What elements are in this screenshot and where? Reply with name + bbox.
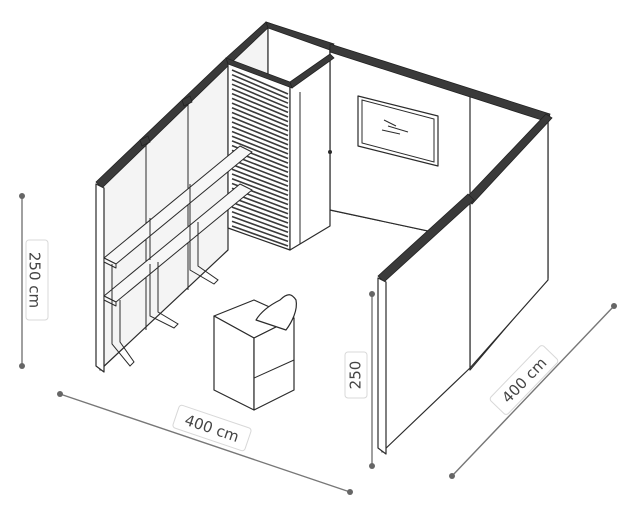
slat xyxy=(231,102,289,127)
dimension-height-left: 250 cm xyxy=(19,193,49,369)
slat xyxy=(231,130,289,155)
right-side-wall xyxy=(465,113,553,369)
slat xyxy=(231,125,289,151)
dimension-height-front: 250 xyxy=(344,291,375,469)
slat xyxy=(231,173,289,197)
dimension-height-front-label: 250 xyxy=(347,361,365,390)
slat xyxy=(231,97,289,123)
slat xyxy=(231,69,289,95)
dimension-width-front: 400 cm xyxy=(57,391,353,495)
slat xyxy=(231,107,289,132)
slat xyxy=(231,211,289,233)
slat xyxy=(231,73,289,100)
slat xyxy=(231,140,289,164)
slat xyxy=(231,206,289,229)
slat xyxy=(231,225,289,247)
slat xyxy=(231,78,289,104)
slat xyxy=(231,159,289,183)
wall-shelves xyxy=(103,145,253,367)
slat xyxy=(231,135,289,160)
slat xyxy=(231,163,289,187)
slat xyxy=(231,168,289,192)
slat xyxy=(231,215,289,238)
bar-stool xyxy=(255,294,297,331)
slat xyxy=(231,88,289,114)
slat xyxy=(231,121,289,146)
slat xyxy=(231,196,289,220)
front-right-wall xyxy=(377,193,475,455)
slat xyxy=(231,220,289,243)
slat xyxy=(231,177,289,201)
slat xyxy=(231,111,289,137)
slatwall-column xyxy=(225,53,335,251)
slatwall-slats xyxy=(231,69,289,247)
slat xyxy=(231,83,289,109)
slat xyxy=(231,116,289,141)
dimension-height-left-label: 250 cm xyxy=(26,252,44,308)
slat xyxy=(231,92,289,118)
wall-screen xyxy=(357,95,439,167)
slat xyxy=(231,201,289,224)
